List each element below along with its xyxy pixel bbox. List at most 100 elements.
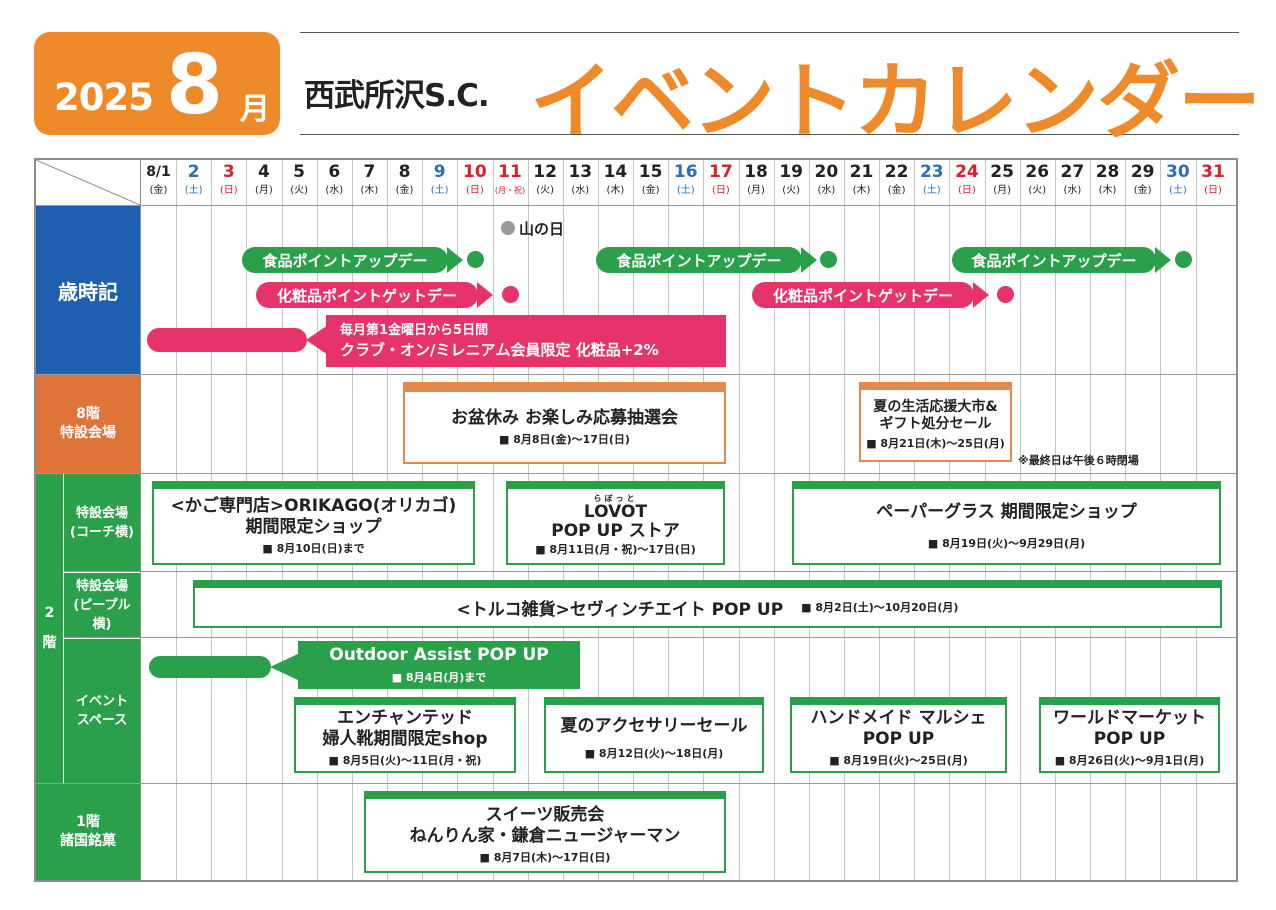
dot-icon	[502, 286, 519, 303]
cosme-point-pill: 化粧品ポイントゲットデー	[752, 282, 974, 308]
food-point-pill: 食品ポイントアップデー	[952, 247, 1156, 273]
holiday-dot	[501, 221, 515, 235]
event-title: エンチャンテッド 婦人靴期間限定shop	[322, 708, 488, 749]
event-title: <トルコ雑貨>セヴィンチエイト POP UP	[456, 599, 784, 620]
dot-icon	[467, 251, 484, 268]
day-number: 4	[258, 162, 270, 182]
row-divider	[36, 473, 1236, 474]
day-weekday: (金)	[1133, 185, 1152, 196]
category-label: 8階 特設会場	[60, 406, 116, 441]
day-number: 7	[363, 162, 376, 182]
event-enchanted[interactable]: エンチャンテッド 婦人靴期間限定shop ■ 8月5日(火)～11日(月・祝)	[294, 697, 516, 773]
day-number: 12	[533, 162, 557, 182]
club-on-bar	[147, 328, 307, 352]
day-weekday: (月)	[993, 185, 1011, 196]
event-handmade[interactable]: ハンドメイド マルシェ POP UP ■ 8月19日(火)～25日(月)	[790, 697, 1007, 773]
day-number: 19	[779, 162, 804, 182]
event-sweets[interactable]: スイーツ販売会 ねんりん家・鎌倉ニュージャーマン ■ 8月7日(木)～17日(日…	[364, 791, 726, 873]
row-divider	[36, 374, 1236, 375]
event-date: ■ 8月5日(火)～11日(月・祝)	[328, 754, 482, 767]
category-people: 特設会場 (ピープル横)	[64, 572, 140, 637]
calendar-frame	[34, 158, 1238, 882]
day-weekday: (木)	[852, 185, 871, 196]
lovot-ruby: らぼっと	[593, 494, 638, 503]
day-gridline	[493, 160, 494, 880]
event-date: ■ 8月7日(木)～17日(日)	[479, 851, 611, 864]
dot-icon	[1175, 251, 1192, 268]
day-weekday: (日)	[465, 185, 484, 196]
day-number: 23	[919, 162, 944, 182]
day-number: 25	[990, 162, 1014, 182]
event-title: 夏の生活応援大市& ギフト処分セール	[873, 399, 998, 432]
header-rule-bottom	[300, 134, 1239, 135]
outdoor-date: ■ 8月4日(月)まで	[391, 671, 487, 684]
row-divider	[36, 205, 1236, 206]
day-weekday: (木)	[1098, 185, 1117, 196]
day-weekday: (火)	[782, 185, 801, 196]
day-number: 13	[568, 162, 593, 182]
row-divider	[36, 783, 1236, 784]
event-title: ハンドメイド マルシェ POP UP	[810, 708, 987, 749]
event-title: お盆休み お楽しみ応募抽選会	[451, 407, 678, 428]
event-lovot[interactable]: らぼっと LOVOT POP UP ストア ■ 8月11日(月・祝)～17日(日…	[506, 481, 725, 565]
event-torko[interactable]: <トルコ雑貨>セヴィンチエイト POP UP ■ 8月2日(土)～10月20日(…	[193, 580, 1222, 628]
category-saijiki: 歳時記	[36, 206, 140, 374]
month-badge: 2025 8 月	[34, 32, 280, 135]
page-title: イベントカレンダー	[530, 53, 1261, 150]
day-weekday: (金)	[887, 185, 906, 196]
day-weekday: (土)	[430, 185, 449, 196]
day-number: 8	[398, 162, 411, 182]
category-label: 特設会場 (ピープル横)	[73, 578, 131, 632]
event-summer-sale[interactable]: 夏の生活応援大市& ギフト処分セール ■ 8月21日(木)～25日(月)	[859, 382, 1012, 462]
day-number: 20	[814, 162, 839, 182]
event-paperglass[interactable]: ペーパーグラス 期間限定ショップ ■ 8月19日(火)～9月29日(月)	[792, 481, 1221, 565]
day-number: 26	[1025, 162, 1050, 182]
day-number: 10	[463, 162, 487, 182]
day-weekday: (水)	[571, 185, 590, 196]
arrow-icon	[801, 247, 817, 273]
header-rule-top	[300, 32, 1239, 33]
corner-diagonal	[36, 160, 140, 205]
day-weekday: (月・祝)	[494, 186, 526, 195]
day-number: 3	[222, 162, 235, 182]
event-title: <かご専門店>ORIKAGO(オリカゴ) 期間限定ショップ	[170, 496, 457, 537]
event-title: ワールドマーケット POP UP	[1053, 708, 1206, 749]
day-number: 31	[1201, 162, 1225, 182]
day-weekday: (月)	[747, 185, 765, 196]
event-orikago[interactable]: <かご専門店>ORIKAGO(オリカゴ) 期間限定ショップ ■ 8月10日(日)…	[152, 481, 475, 565]
day-weekday: (土)	[184, 185, 203, 196]
day-gridline	[774, 160, 775, 880]
day-gridline	[739, 160, 740, 880]
event-world-market[interactable]: ワールドマーケット POP UP ■ 8月26日(火)～9月1日(月)	[1039, 697, 1220, 773]
day-number: 14	[603, 162, 628, 182]
event-obon-lottery[interactable]: お盆休み お楽しみ応募抽選会 ■ 8月8日(金)～17日(日)	[403, 382, 726, 464]
day-weekday: (土)	[1168, 185, 1187, 196]
category-floor1: 1階 諸国銘菓	[36, 784, 140, 880]
day-weekday: (日)	[711, 185, 730, 196]
event-date: ■ 8月8日(金)～17日(日)	[499, 432, 630, 446]
day-number: 21	[849, 162, 874, 182]
day-number: 9	[433, 162, 446, 182]
event-title: ペーパーグラス 期間限定ショップ	[876, 501, 1137, 522]
day-weekday: (金)	[149, 185, 168, 196]
day-weekday: (木)	[360, 185, 379, 196]
holiday-label: 山の日	[519, 220, 565, 238]
floor2-divider	[63, 474, 64, 783]
day-weekday: (水)	[1063, 185, 1082, 196]
event-date: ■ 8月26日(火)～9月1日(月)	[1054, 754, 1205, 767]
month-number: 8	[166, 38, 224, 133]
day-number: 16	[673, 162, 698, 182]
category-event-space: イベント スペース	[64, 638, 140, 783]
cosme-point-pill: 化粧品ポイントゲットデー	[256, 282, 478, 308]
event-accessory[interactable]: 夏のアクセサリーセール ■ 8月12日(火)～18日(月)	[544, 697, 764, 773]
club-on-line2: クラブ・オン/ミレニアム会員限定 化粧品+2%	[340, 341, 659, 359]
event-date: ■ 8月2日(土)～10月20日(月)	[801, 601, 959, 614]
food-point-pill: 食品ポイントアップデー	[596, 247, 802, 273]
club-on-callout	[306, 315, 726, 367]
day-number: 8/1	[146, 164, 171, 180]
category-coach: 特設会場 (コーチ横)	[64, 474, 140, 571]
event-date: ■ 8月19日(火)～25日(月)	[829, 754, 968, 767]
event-date: ■ 8月21日(木)～25日(月)	[866, 437, 1005, 450]
outdoor-callout	[270, 641, 580, 689]
day-number: 17	[709, 162, 733, 182]
